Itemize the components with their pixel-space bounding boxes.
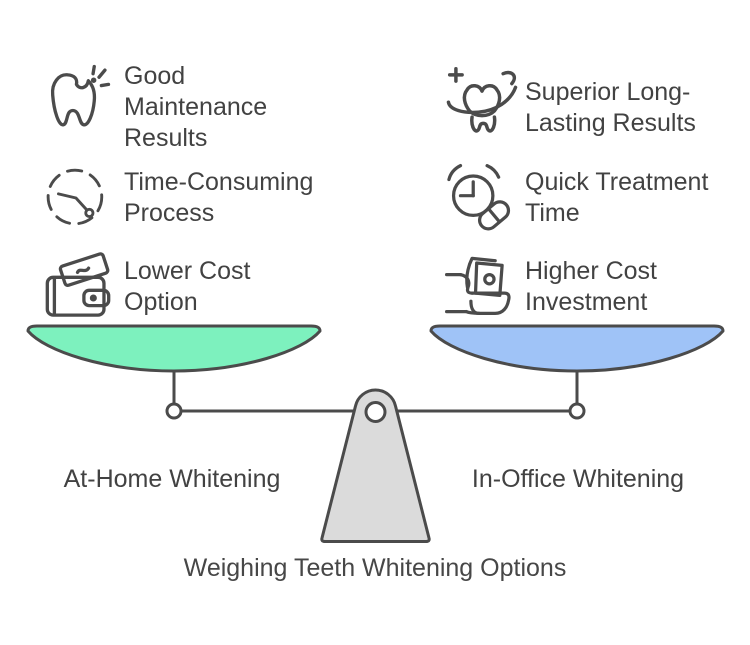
left-item-2-line-1: Time-Consuming xyxy=(124,168,314,196)
tooth-plus-icon xyxy=(446,66,518,133)
dashed-clock-icon xyxy=(46,168,104,226)
pivot-hole xyxy=(364,401,387,423)
left-item-3-label: Lower Cost Option xyxy=(124,256,250,318)
left-item-3-line-1: Lower Cost xyxy=(124,257,251,285)
left-item-1-label: Good Maintenance Results xyxy=(124,61,267,154)
right-item-2-line-1: Quick Treatment xyxy=(525,168,709,196)
left-pan-label: At-Home Whitening xyxy=(63,465,281,493)
right-pan-label: In-Office Whitening xyxy=(471,465,685,493)
right-item-2-line-2: Time xyxy=(525,199,580,227)
right-item-1-line-2: Lasting Results xyxy=(525,109,696,137)
left-item-1-line-3: Results xyxy=(124,124,208,152)
right-item-2-label: Quick Treatment Time xyxy=(525,167,708,229)
alarm-clock-pill-icon xyxy=(447,164,511,231)
scale-pivot xyxy=(320,388,431,543)
hand-cash-icon xyxy=(445,256,511,315)
right-item-3-line-2: Investment xyxy=(525,288,648,316)
right-pan xyxy=(429,324,725,373)
right-item-3-line-1: Higher Cost xyxy=(525,257,657,285)
diagram-title: Weighing Teeth Whitening Options xyxy=(183,554,567,582)
left-item-1-line-2: Maintenance xyxy=(124,93,268,121)
tooth-sparkle-icon xyxy=(50,64,111,127)
wallet-cash-icon xyxy=(45,252,111,317)
right-item-1-line-1: Superior Long- xyxy=(525,78,691,106)
left-pan xyxy=(26,324,322,373)
left-item-3-line-2: Option xyxy=(124,288,198,316)
right-item-3-label: Higher Cost Investment xyxy=(525,256,657,318)
left-hanger-ring xyxy=(165,402,183,420)
right-item-1-label: Superior Long- Lasting Results xyxy=(525,77,696,139)
left-item-2-label: Time-Consuming Process xyxy=(124,167,313,229)
right-hanger-ring xyxy=(568,402,586,420)
left-item-1-line-1: Good xyxy=(124,62,186,90)
left-item-2-line-2: Process xyxy=(124,199,215,227)
